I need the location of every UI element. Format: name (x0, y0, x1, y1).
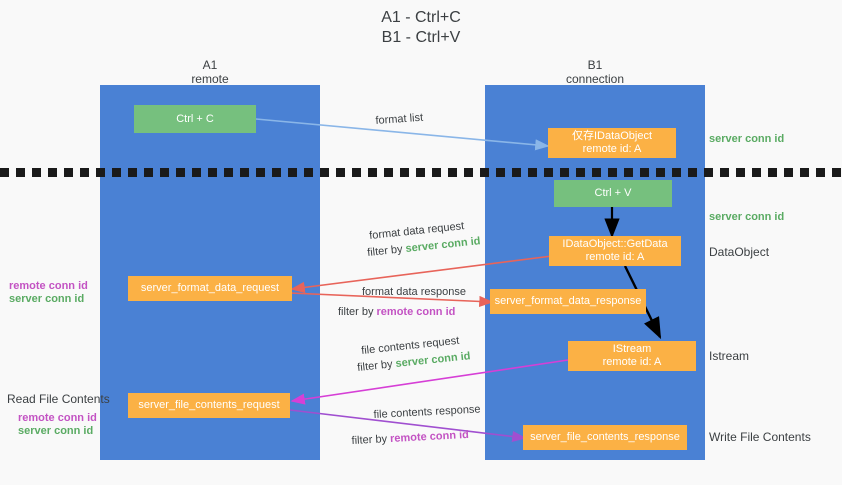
column-header-a1-name: A1 (202, 58, 218, 72)
box-ctrl-v[interactable]: Ctrl + V (554, 180, 672, 207)
arrow-format-list (255, 118, 550, 151)
label-remote-conn-id-bottom: remote conn id (18, 412, 97, 424)
annotation-format-data-response-filter-value: remote conn id (376, 306, 456, 318)
box-server-format-data-request[interactable]: server_format_data_request (128, 276, 292, 301)
box-idataobject[interactable]: 仅存IDataObject remote id: A (548, 128, 676, 158)
box-idataobject-line1: 仅存IDataObject (571, 130, 653, 142)
box-ctrl-c-label: Ctrl + C (176, 112, 214, 125)
box-istream[interactable]: IStream remote id: A (568, 341, 696, 371)
box-getdata-line1: IDataObject::GetData (562, 238, 668, 250)
arrow-format-data-response (289, 292, 494, 308)
label-server-conn-id-mid: server conn id (9, 293, 85, 305)
box-server-file-contents-response-label: server_file_contents_response (530, 431, 680, 443)
column-header-b1-name: B1 (587, 58, 603, 72)
box-istream-line2: remote id: A (602, 356, 662, 368)
box-ctrl-c[interactable]: Ctrl + C (134, 105, 256, 133)
label-read-file-contents: Read File Contents (7, 392, 110, 406)
arrow-format-data-request (290, 255, 553, 293)
label-dataobject: DataObject (709, 245, 770, 259)
label-write-file-contents: Write File Contents (709, 430, 811, 444)
phase-divider (0, 168, 842, 177)
box-idataobject-line2: remote id: A (582, 143, 642, 155)
annotation-format-data-response: format data response (362, 286, 466, 298)
box-getdata[interactable]: IDataObject::GetData remote id: A (549, 236, 681, 266)
title-line-1: A1 - Ctrl+C (381, 9, 461, 26)
box-getdata-line2: remote id: A (585, 251, 645, 263)
annotation-file-contents-response-filter-prefix: filter by (351, 433, 391, 448)
box-server-file-contents-request[interactable]: server_file_contents_request (128, 393, 290, 418)
label-server-conn-id-second: server conn id (709, 211, 785, 223)
box-istream-line1: IStream (612, 343, 652, 355)
label-server-conn-id-bottom: server conn id (18, 425, 94, 437)
column-header-a1-sub: remote (191, 72, 229, 86)
label-server-conn-id-top: server conn id (709, 133, 785, 145)
box-server-format-data-response[interactable]: server_format_data_response (490, 289, 646, 314)
box-ctrl-v-label: Ctrl + V (594, 187, 632, 199)
box-server-file-contents-request-label: server_file_contents_request (138, 399, 280, 411)
column-header-b1-sub: connection (565, 72, 625, 86)
box-server-file-contents-response[interactable]: server_file_contents_response (523, 425, 687, 450)
box-server-format-data-response-label: server_format_data_response (494, 295, 642, 307)
column-header-b1: B1 connection (515, 58, 675, 86)
arrow-file-contents-request (290, 359, 569, 405)
title-line-2: B1 - Ctrl+V (381, 29, 461, 46)
annotation-format-data-response-filter: filter by remote conn id (338, 305, 455, 319)
diagram-title: A1 - Ctrl+C B1 - Ctrl+V (0, 8, 842, 48)
annotation-format-data-response-filter-prefix: filter by (338, 306, 377, 318)
box-server-format-data-request-label: server_format_data_request (140, 282, 280, 294)
column-header-a1: A1 remote (130, 58, 290, 86)
label-remote-conn-id-mid: remote conn id (9, 280, 88, 292)
arrow-file-contents-response (289, 409, 527, 443)
label-istream: Istream (709, 349, 750, 363)
